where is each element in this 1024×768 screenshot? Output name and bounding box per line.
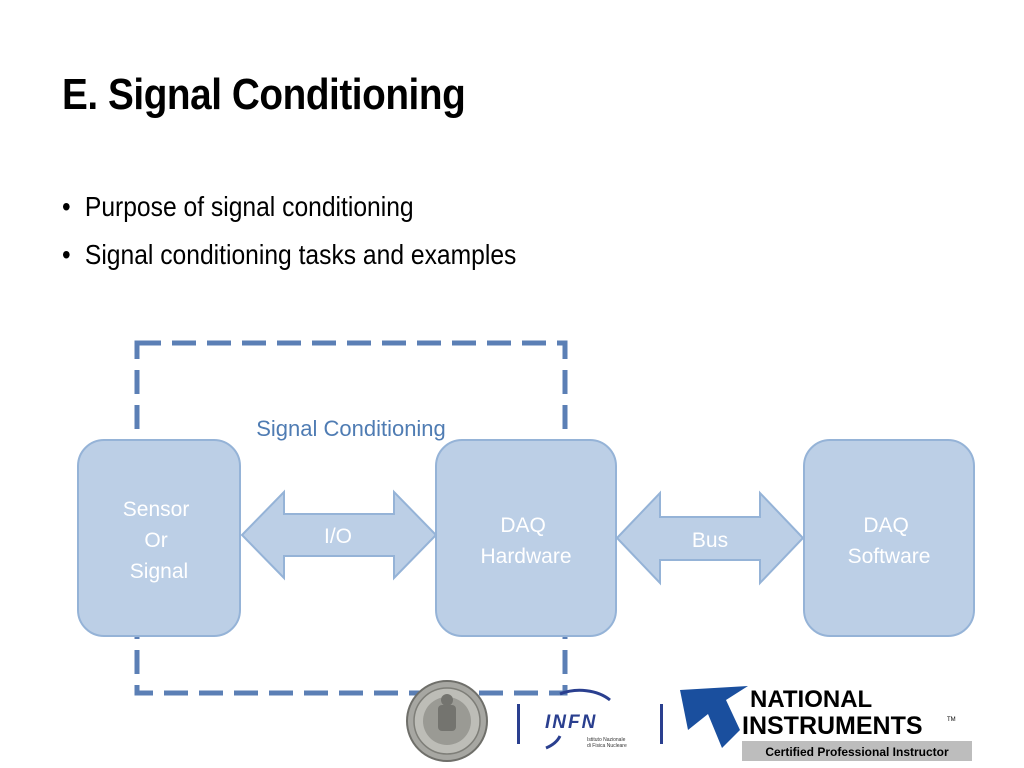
ni-eagle-icon	[680, 686, 748, 748]
sensor-label: Sensor Or Signal	[123, 498, 195, 583]
infn-subtitle-2: di Fisica Nucleare	[587, 743, 627, 749]
bullet-item: • Purpose of signal conditioning	[62, 190, 516, 238]
infn-name: INFN	[545, 712, 597, 733]
bullet-list: • Purpose of signal conditioning • Signal …	[62, 190, 578, 286]
bullet-dot: •	[62, 191, 71, 222]
separator-line	[660, 704, 663, 744]
bullet-text: Signal conditioning tasks and examples	[84, 239, 517, 270]
ni-badge-text: Certified Professional Instructor	[765, 745, 949, 759]
bullet-item: • Signal conditioning tasks and examples	[62, 238, 516, 286]
infn-arc-icon	[559, 688, 611, 702]
slide-title: E. Signal Conditioning	[62, 70, 466, 119]
daq-software-label: DAQ Software	[848, 514, 931, 568]
ni-badge-bar	[742, 741, 972, 761]
daq-software-box	[803, 439, 975, 637]
separator-line	[517, 704, 520, 744]
ni-name-1: NATIONAL	[750, 686, 872, 713]
bullet-dot: •	[62, 239, 71, 270]
bullet-text: Purpose of signal conditioning	[84, 191, 414, 222]
infn-logo: INFN Istituto Nazionale di Fisica Nuclea…	[545, 688, 627, 750]
daq-hardware-label: DAQ Hardware	[480, 514, 571, 568]
sensor-box	[77, 439, 241, 637]
infn-subtitle-1: Istituto Nazionale	[587, 737, 626, 743]
bus-label: Bus	[692, 529, 728, 552]
national-instruments-logo: NATIONAL INSTRUMENTS TM Certified Profes…	[680, 686, 972, 761]
ni-name-2: INSTRUMENTS	[742, 712, 923, 740]
signal-conditioning-label: Signal Conditioning	[256, 416, 446, 441]
io-label: I/O	[324, 525, 352, 548]
university-seal-logo	[406, 680, 488, 762]
ni-trademark: TM	[947, 717, 956, 723]
